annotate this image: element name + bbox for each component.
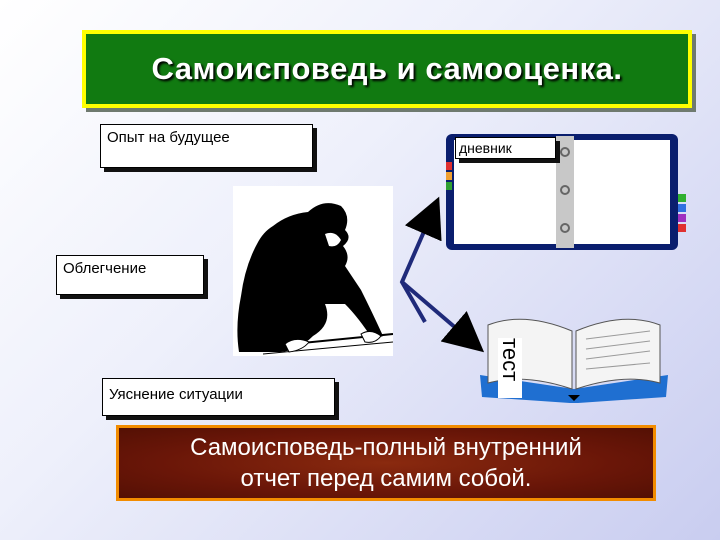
label-diary: дневник: [455, 137, 556, 159]
thinking-person-image: [233, 186, 393, 356]
definition-text: Самоисповедь-полный внутренний отчет пер…: [190, 432, 582, 494]
label-future-experience: Опыт на будущее: [100, 124, 313, 168]
label-relief: Облегчение: [56, 255, 204, 295]
definition-box: Самоисповедь-полный внутренний отчет пер…: [116, 425, 656, 501]
arrow-to-book: [400, 280, 485, 353]
page-title: Самоисповедь и самооценка.: [151, 51, 623, 86]
label-clarification: Уяснение ситуации: [102, 378, 335, 416]
definition-line-2: отчет перед самим собой.: [240, 465, 532, 492]
definition-line-1: Самоисповедь-полный внутренний: [190, 434, 582, 461]
title-banner: Самоисповедь и самооценка.: [82, 30, 692, 108]
